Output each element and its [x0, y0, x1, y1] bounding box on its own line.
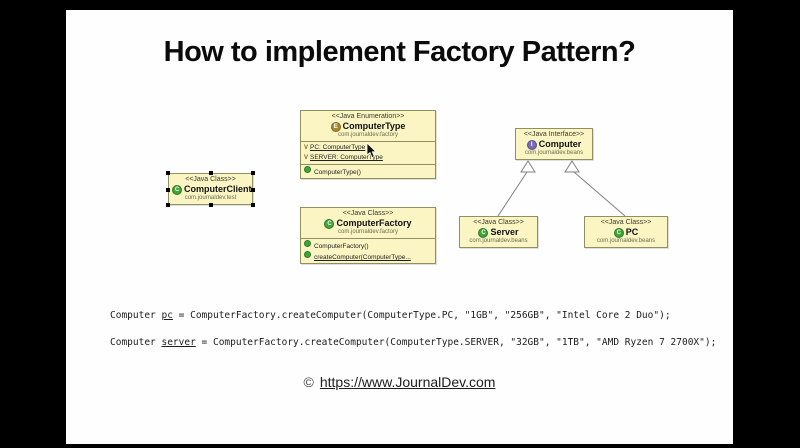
mouse-cursor-icon: [366, 143, 377, 159]
hollow-triangle-icon: [520, 160, 536, 173]
selection-handle[interactable]: [209, 171, 213, 175]
realization-line-pc: [573, 171, 626, 217]
constructor-icon: [304, 240, 311, 247]
selection-handle[interactable]: [251, 188, 255, 192]
package-label: com.journaldev.beans: [524, 150, 584, 156]
code-text: Computer: [110, 337, 162, 348]
selection-handle[interactable]: [166, 188, 170, 192]
selection-handle[interactable]: [251, 171, 255, 175]
package-label: com.journaldev.beans: [469, 238, 528, 244]
stereotype-label: <<Java Interface>>: [523, 131, 585, 138]
method-label: createComputer(ComputerType...: [314, 254, 411, 261]
constructor-icon: [304, 166, 311, 173]
stereotype-label: <<Java Class>>: [600, 219, 652, 226]
code-text: = ComputerFactory.createComputer(Compute…: [195, 337, 717, 348]
method-label: ComputerFactory(): [314, 243, 369, 250]
code-var: server: [161, 337, 196, 348]
code-text: Computer: [110, 310, 162, 321]
class-name: Computer: [538, 139, 582, 149]
stereotype-label: <<Java Class>>: [185, 176, 236, 183]
copyright-icon: ©: [303, 374, 314, 390]
interface-icon: I: [526, 140, 537, 150]
code-var: pc: [161, 310, 173, 321]
package-label: com.journaldev.factory: [338, 229, 398, 235]
stereotype-label: <<Java Class>>: [342, 210, 394, 217]
class-name: ComputerType: [342, 121, 406, 131]
class-icon: C: [324, 219, 335, 229]
journaldev-link[interactable]: https://www.JournalDev.com: [319, 374, 496, 390]
enum-constant-icon: V: [304, 145, 309, 151]
code-text: = ComputerFactory.createComputer(Compute…: [172, 310, 671, 321]
class-name: ComputerFactory: [336, 218, 412, 228]
selection-handle[interactable]: [251, 203, 255, 207]
realization-line-server: [497, 171, 528, 217]
enum-icon: E: [330, 122, 341, 132]
method-row[interactable]: ComputerType(): [304, 166, 432, 177]
stereotype-label: <<Java Enumeration>>: [331, 113, 405, 120]
method-label: ComputerType(): [314, 169, 361, 176]
slide-canvas: How to implement Factory Pattern? <<Java…: [66, 10, 733, 444]
selection-handle[interactable]: [166, 203, 170, 207]
hollow-triangle-icon: [564, 160, 580, 173]
code-line-pc: Computer pc = ComputerFactory.createComp…: [110, 310, 671, 321]
footer: © https://www.JournalDev.com: [66, 374, 733, 390]
method-row[interactable]: ComputerFactory(): [304, 240, 432, 251]
static-method-icon: [304, 251, 311, 258]
page-title: How to implement Factory Pattern?: [163, 36, 636, 68]
stereotype-label: <<Java Class>>: [473, 219, 524, 226]
class-icon: C: [613, 228, 624, 238]
selection-handle[interactable]: [209, 203, 213, 207]
code-line-server: Computer server = ComputerFactory.create…: [110, 337, 716, 348]
selection-handle[interactable]: [166, 171, 170, 175]
methods-section: ComputerFactory() createComputer(Compute…: [301, 238, 435, 263]
methods-section: ComputerType(): [301, 164, 435, 178]
class-name: Server: [490, 227, 519, 237]
class-name: PC: [625, 227, 639, 237]
method-row[interactable]: createComputer(ComputerType...: [304, 251, 432, 262]
package-label: com.journaldev.test: [184, 195, 237, 201]
attribute-label: SERVER: ComputerType: [310, 154, 383, 161]
class-icon: C: [172, 185, 182, 195]
class-icon: C: [478, 228, 489, 238]
package-label: com.journaldev.factory: [338, 132, 398, 138]
enum-constant-icon: V: [304, 155, 309, 161]
class-name: ComputerClient: [184, 184, 252, 194]
package-label: com.journaldev.beans: [596, 238, 656, 244]
attribute-label: PC: ComputerType: [310, 144, 366, 151]
